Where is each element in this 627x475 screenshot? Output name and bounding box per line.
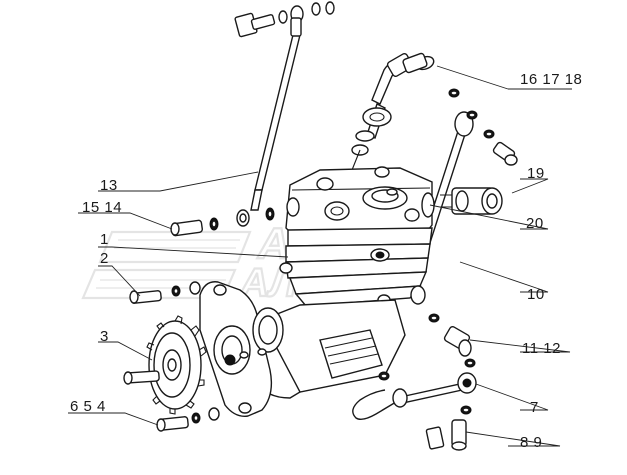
callout-11-12: 11 12 bbox=[522, 340, 561, 357]
callout-3: 3 bbox=[100, 328, 109, 345]
elbow-fitting-16-17-18 bbox=[339, 52, 435, 201]
pipe-13 bbox=[250, 5, 304, 211]
callout-16-17-18: 16 17 18 bbox=[520, 71, 582, 88]
bolt-6-5-4 bbox=[156, 407, 220, 432]
compressor-body bbox=[251, 166, 435, 399]
callout-8-9: 8 9 bbox=[520, 434, 542, 451]
bolt-2 bbox=[129, 281, 201, 304]
fitting-19-20 bbox=[440, 187, 503, 215]
callout-15-14: 15 14 bbox=[82, 199, 122, 216]
callout-labels: 16 17 18 13 15 14 1 2 3 6 5 4 19 20 10 1… bbox=[70, 71, 582, 451]
callout-1: 1 bbox=[100, 231, 109, 248]
bolt-3 bbox=[123, 370, 160, 385]
callout-2: 2 bbox=[100, 250, 109, 267]
callout-20: 20 bbox=[526, 215, 544, 232]
bolt-15-14 bbox=[170, 207, 275, 237]
banjo-11-12 bbox=[410, 285, 472, 357]
callout-7: 7 bbox=[530, 399, 539, 416]
drive-gear-3 bbox=[145, 315, 207, 415]
banjo-bolt-top bbox=[234, 1, 335, 38]
mounting-flange bbox=[199, 281, 284, 417]
callout-6-5-4: 6 5 4 bbox=[70, 398, 106, 415]
leader-lines bbox=[68, 65, 572, 447]
callout-19: 19 bbox=[527, 165, 545, 182]
callout-13: 13 bbox=[100, 177, 118, 194]
pipe-7 bbox=[352, 358, 477, 451]
callout-10: 10 bbox=[527, 286, 545, 303]
